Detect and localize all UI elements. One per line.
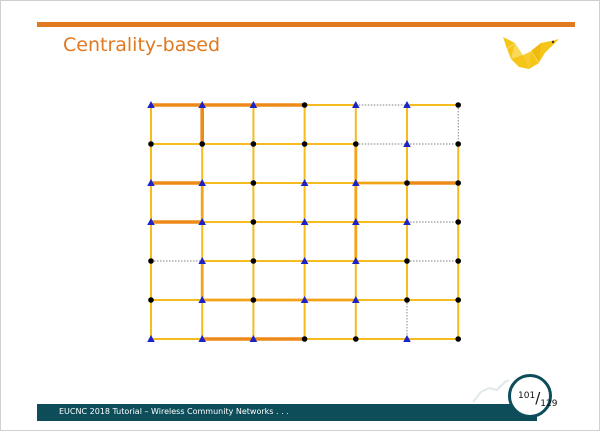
- graph-node-dot: [148, 297, 154, 303]
- graph-node-triangle: [249, 335, 258, 342]
- graph-node-dot: [455, 219, 462, 225]
- bird-logo-icon: [503, 37, 559, 69]
- graph-node-dot: [301, 102, 308, 108]
- graph-node-triangle: [198, 335, 206, 342]
- graph-node-triangle: [300, 218, 309, 225]
- graph-node-dot: [250, 219, 257, 225]
- graph-node-triangle: [403, 140, 411, 147]
- graph-node-triangle: [403, 101, 411, 108]
- title-bar-rule: [37, 22, 575, 27]
- graph-node-dot: [301, 336, 308, 342]
- graph-node-dot: [455, 180, 462, 186]
- graph-node-triangle: [352, 296, 360, 303]
- graph-node-triangle: [300, 257, 309, 264]
- graph-node-dot: [353, 141, 359, 147]
- graph-node-triangle: [198, 218, 206, 225]
- graph-node-dot: [250, 180, 257, 186]
- graph-node-triangle: [198, 257, 206, 264]
- graph-node-triangle: [249, 101, 258, 108]
- page-counter-badge: [508, 374, 552, 418]
- graph-node-dot: [404, 258, 410, 264]
- graph-node-dot: [148, 141, 154, 147]
- graph-node-triangle: [403, 335, 411, 342]
- footer-bar: EUCNC 2018 Tutorial – Wireless Community…: [37, 404, 537, 421]
- graph-node-triangle: [403, 218, 411, 225]
- graph-node-dot: [250, 141, 257, 147]
- graph-node-dot: [455, 297, 462, 303]
- watermark-bird-icon: [472, 379, 510, 403]
- graph-node-dot: [455, 258, 462, 264]
- graph-node-triangle: [352, 101, 360, 108]
- slide-title: Centrality-based: [63, 34, 221, 56]
- graph-node-triangle: [198, 179, 206, 186]
- page-number: 101/129: [518, 389, 558, 409]
- graph-node-triangle: [198, 296, 206, 303]
- graph-node-triangle: [352, 179, 360, 186]
- page-current: 101: [518, 391, 536, 401]
- graph-node-dot: [455, 336, 462, 342]
- graph-node-dot: [148, 258, 154, 264]
- page-total: 129: [540, 399, 558, 409]
- footer-text: EUCNC 2018 Tutorial – Wireless Community…: [59, 407, 289, 416]
- graph-node-dot: [199, 141, 205, 147]
- graph-node-triangle: [198, 101, 206, 108]
- graph-node-dot: [353, 336, 359, 342]
- graph-node-triangle: [352, 218, 360, 225]
- graph-node-triangle: [147, 101, 155, 108]
- graph-node-dot: [404, 180, 410, 186]
- graph-node-dot: [455, 141, 462, 147]
- graph-node-dot: [301, 141, 308, 147]
- graph-node-triangle: [147, 218, 155, 225]
- page-separator: /: [535, 389, 541, 407]
- graph-node-triangle: [300, 179, 309, 186]
- graph-node-triangle: [352, 257, 360, 264]
- graph-node-dot: [404, 297, 410, 303]
- graph-node-triangle: [147, 335, 155, 342]
- graph-node-triangle: [300, 296, 309, 303]
- graph-node-dot: [455, 102, 462, 108]
- graph-node-dot: [250, 297, 257, 303]
- graph-node-dot: [250, 258, 257, 264]
- graph-node-triangle: [147, 179, 155, 186]
